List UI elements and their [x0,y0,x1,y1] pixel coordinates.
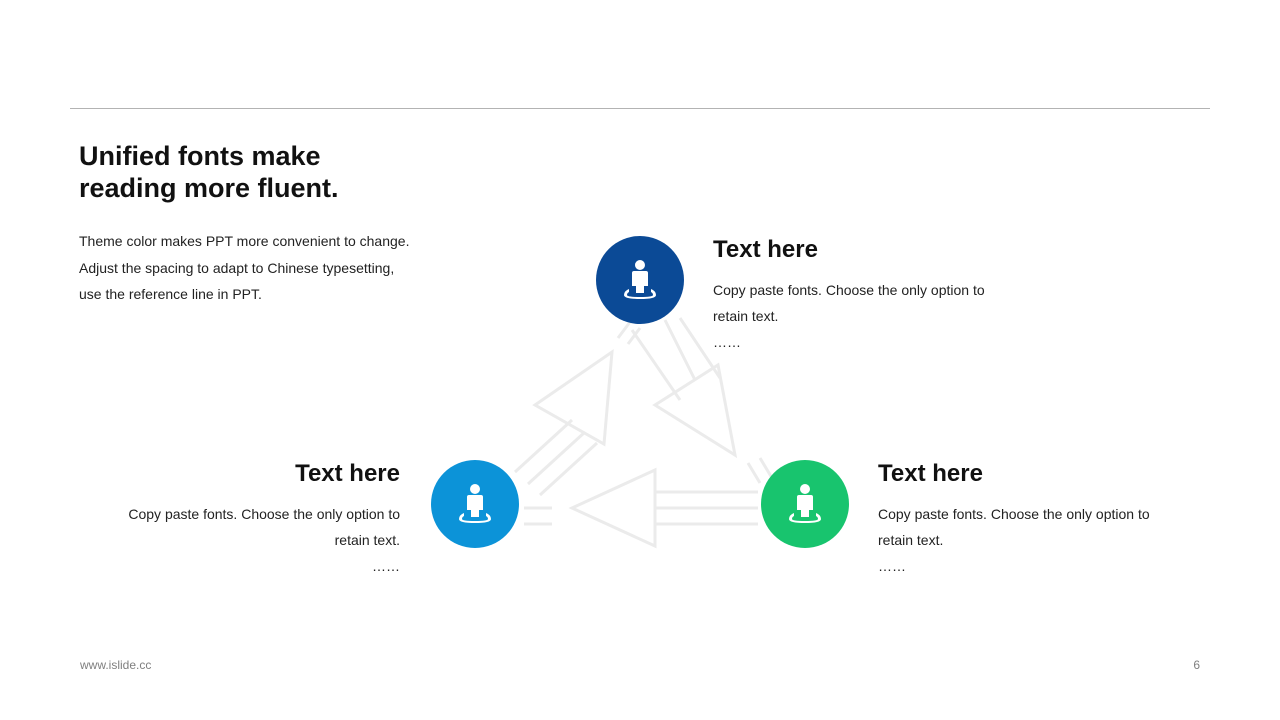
intro-line: Theme color makes PPT more convenient to… [79,233,410,249]
text-block-ellipsis: …… [878,558,906,574]
cycle-node-left [431,460,519,548]
cycle-arrow-right-head [652,362,738,459]
slide-title: Unified fonts make reading more fluent. [79,140,439,204]
text-block-line: Copy paste fonts. Choose the only option… [878,506,1150,522]
text-block-body: Copy paste fonts. Choose the only option… [878,501,1178,579]
cycle-node-top [596,236,684,324]
text-block-line: Copy paste fonts. Choose the only option… [713,282,985,298]
slide-title-line: Unified fonts make [79,141,321,171]
text-block-title: Text here [295,460,400,487]
person-icon [624,260,656,299]
cycle-arrow-left-head [532,348,614,447]
intro-line: use the reference line in PPT. [79,286,262,302]
header-divider [70,108,1210,109]
text-block-line: retain text. [334,532,400,548]
cycle-node-right [761,460,849,548]
slide-title-line: reading more fluent. [79,173,339,203]
person-icon [459,484,491,523]
text-block-right: Text here Copy paste fonts. Choose the o… [878,459,1178,579]
cycle-arrow-bottom-tail [524,506,552,526]
cycle-arrow-left [513,418,599,497]
text-block-ellipsis: …… [372,558,400,574]
cycle-arrow-bottom-head [568,467,657,549]
text-block-ellipsis: …… [713,334,741,350]
cycle-arrow-bottom [655,490,758,526]
cycle-arrow-left-tail [616,321,642,345]
page-number: 6 [1193,658,1200,672]
text-block-body: Copy paste fonts. Choose the only option… [100,501,400,579]
text-block-left: Text here Copy paste fonts. Choose the o… [100,459,400,579]
intro-text: Theme color makes PPT more convenient to… [79,228,459,308]
cycle-arrow-right-tail [746,457,774,484]
text-block-title: Text here [713,236,818,263]
text-block-line: retain text. [878,532,944,548]
text-block-body: Copy paste fonts. Choose the only option… [713,277,1013,355]
footer-website: www.islide.cc [80,658,152,672]
text-block-title: Text here [878,460,983,487]
text-block-line: Copy paste fonts. Choose the only option… [128,506,400,522]
text-block-top: Text here Copy paste fonts. Choose the o… [713,235,1013,355]
intro-line: Adjust the spacing to adapt to Chinese t… [79,259,395,276]
cycle-arrow-right [630,317,722,401]
person-icon [789,484,821,523]
text-block-line: retain text. [713,308,779,324]
